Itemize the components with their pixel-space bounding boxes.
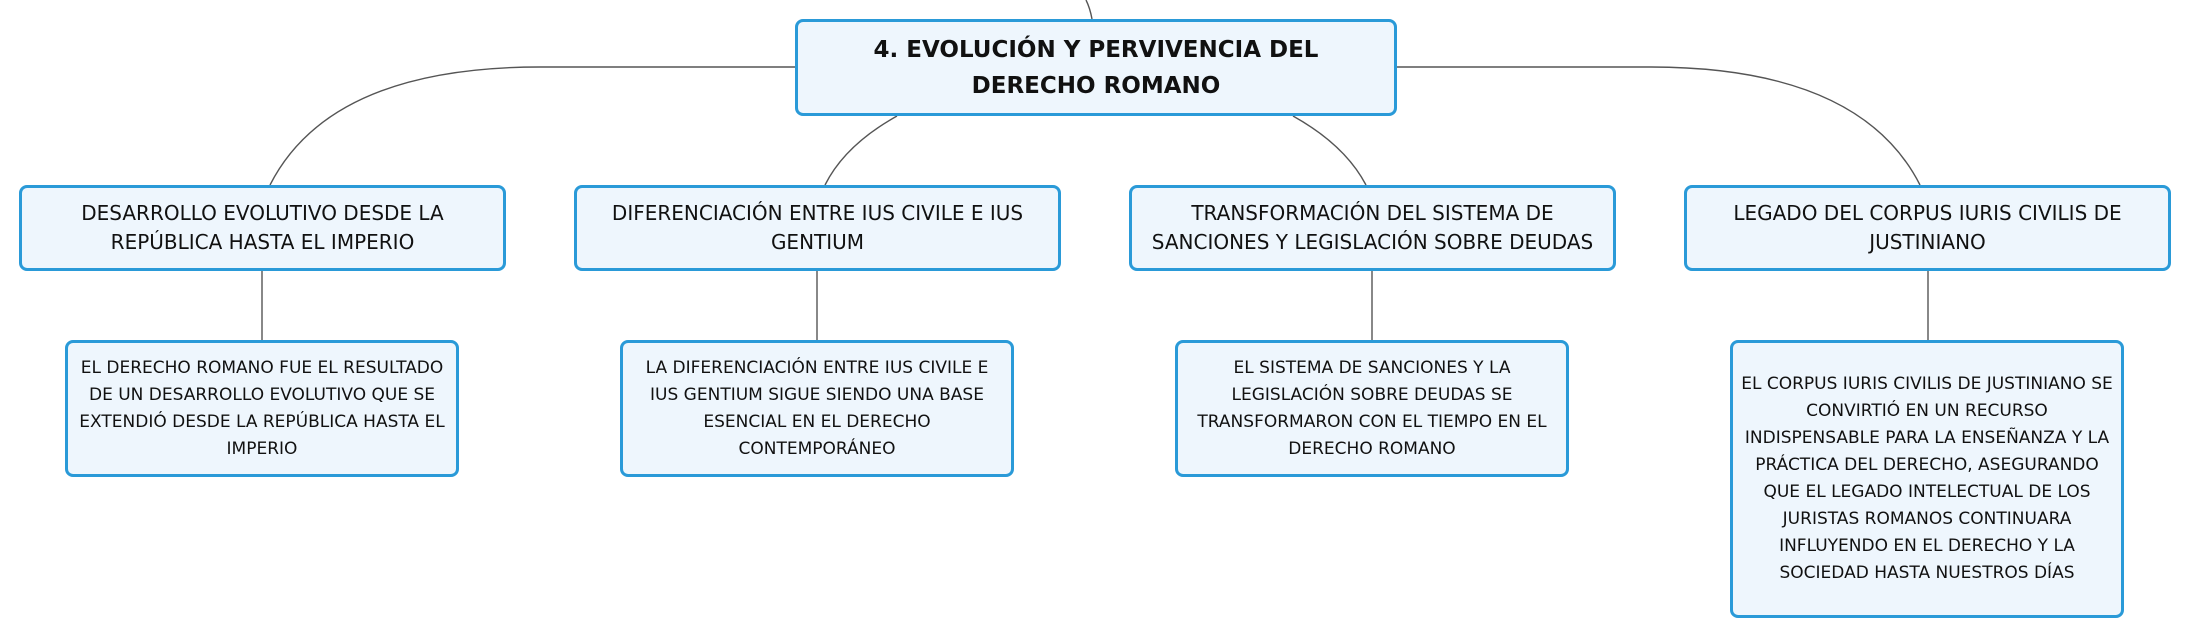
subtopic-label: EL CORPUS IURIS CIVILIS DE JUSTINIANO SE… xyxy=(1741,374,2113,583)
connector-root-branch-2 xyxy=(824,115,898,186)
subtopic-desarrollo[interactable]: EL DERECHO ROMANO FUE EL RESULTADO DE UN… xyxy=(65,340,459,477)
branch-topic-transformacion[interactable]: TRANSFORMACIÓN DEL SISTEMA DE SANCIONES … xyxy=(1129,185,1616,271)
branch-topic-diferenciacion[interactable]: DIFERENCIACIÓN ENTRE IUS CIVILE E IUS GE… xyxy=(574,185,1061,271)
connector-root-branch-1 xyxy=(269,66,795,186)
subtopic-label: EL SISTEMA DE SANCIONES Y LA LEGISLACIÓN… xyxy=(1197,357,1547,459)
subtopic-label: EL DERECHO ROMANO FUE EL RESULTADO DE UN… xyxy=(79,357,445,459)
branch-topic-label: DESARROLLO EVOLUTIVO DESDE LA REPÚBLICA … xyxy=(81,201,444,254)
connector-root-branch-4 xyxy=(1397,66,1921,186)
branch-topic-label: DIFERENCIACIÓN ENTRE IUS CIVILE E IUS GE… xyxy=(611,201,1024,254)
central-topic[interactable]: 4. EVOLUCIÓN Y PERVIVENCIA DEL DERECHO R… xyxy=(795,19,1397,116)
branch-topic-desarrollo[interactable]: DESARROLLO EVOLUTIVO DESDE LA REPÚBLICA … xyxy=(19,185,506,271)
connector-root-parent xyxy=(1085,0,1093,20)
branch-topic-label: LEGADO DEL CORPUS IURIS CIVILIS DE JUSTI… xyxy=(1733,201,2122,254)
subtopic-legado[interactable]: EL CORPUS IURIS CIVILIS DE JUSTINIANO SE… xyxy=(1730,340,2124,618)
connector-root-branch-3 xyxy=(1292,115,1367,186)
subtopic-label: LA DIFERENCIACIÓN ENTRE IUS CIVILE E IUS… xyxy=(645,357,989,459)
branch-topic-legado[interactable]: LEGADO DEL CORPUS IURIS CIVILIS DE JUSTI… xyxy=(1684,185,2171,271)
subtopic-transformacion[interactable]: EL SISTEMA DE SANCIONES Y LA LEGISLACIÓN… xyxy=(1175,340,1569,477)
central-topic-label: 4. EVOLUCIÓN Y PERVIVENCIA DEL DERECHO R… xyxy=(873,36,1319,99)
subtopic-diferenciacion[interactable]: LA DIFERENCIACIÓN ENTRE IUS CIVILE E IUS… xyxy=(620,340,1014,477)
branch-topic-label: TRANSFORMACIÓN DEL SISTEMA DE SANCIONES … xyxy=(1151,201,1594,254)
